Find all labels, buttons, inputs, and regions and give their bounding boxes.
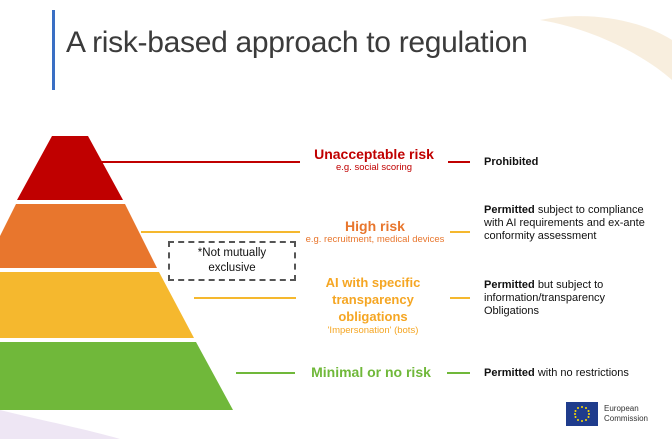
- treatment-bold: Permitted: [484, 279, 535, 291]
- treatment-text: subject to compliance with AI requiremen…: [484, 204, 645, 242]
- pyramid-tier-minimal: [0, 342, 233, 410]
- tier-high-treatment: Permitted subject to compliance with AI …: [484, 204, 664, 243]
- tier-high-example: e.g. recruitment, medical devices: [305, 234, 445, 245]
- eu-flag-icon: [566, 402, 598, 426]
- treatment-bold: Permitted: [484, 367, 535, 379]
- tier-unacceptable-name: Unacceptable risk: [314, 146, 434, 162]
- treatment-bold: Permitted: [484, 204, 535, 216]
- pyramid-tier-transparency: [0, 272, 194, 338]
- tier-minimal-label: Minimal or no risk: [295, 364, 447, 380]
- tier-unacceptable-example: e.g. social scoring: [335, 162, 413, 173]
- pyramid-tier-high: [0, 204, 157, 268]
- logo-text: European Commission: [604, 404, 648, 424]
- not-mutually-exclusive-note: *Not mutually exclusive: [168, 241, 296, 281]
- note-line-1: *Not mutually: [197, 247, 267, 259]
- logo-line-2: Commission: [604, 414, 649, 423]
- tier-transparency-label: AI with specific transparency obligation…: [296, 274, 450, 337]
- pyramid-tier-unacceptable: [17, 136, 123, 200]
- treatment-text: but subject to information/transparency …: [484, 279, 606, 317]
- tier-unacceptable-label: Unacceptable risk e.g. social scoring: [300, 146, 448, 174]
- treatment-text: with no restrictions: [537, 367, 629, 379]
- slide-title: A risk-based approach to regulation: [66, 26, 528, 59]
- title-accent-bar: [52, 10, 55, 90]
- tier-transparency-example: 'Impersonation' (bots): [327, 325, 419, 336]
- tier-unacceptable-treatment: Prohibited: [484, 156, 664, 169]
- treatment-bold: Prohibited: [484, 156, 539, 168]
- note-line-2: exclusive: [208, 262, 256, 274]
- tier-transparency-treatment: Permitted but subject to information/tra…: [484, 279, 634, 318]
- tier-high-label: High risk e.g. recruitment, medical devi…: [300, 218, 450, 246]
- tier-minimal-name: Minimal or no risk: [311, 364, 431, 380]
- tier-transparency-name: AI with specific transparency obligation…: [325, 275, 421, 324]
- tier-minimal-treatment: Permitted with no restrictions: [484, 367, 664, 380]
- logo-line-1: European: [604, 404, 639, 413]
- tier-high-name: High risk: [345, 218, 405, 234]
